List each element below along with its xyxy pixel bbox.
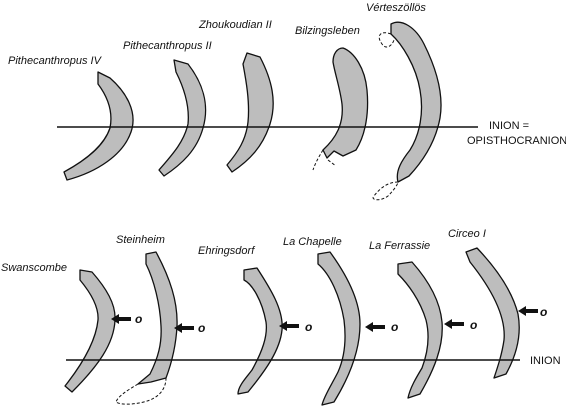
arrow-icon-swanscombe <box>111 314 131 324</box>
reference-label-opisthocranion: OPISTHOCRANION <box>467 135 566 147</box>
arrow-icon-circeo-i <box>518 306 538 316</box>
marker-label-steinheim: o <box>198 321 205 335</box>
occipital-outline-bilzingsleben <box>322 47 369 159</box>
reference-label-inion: INION <box>530 355 561 367</box>
reconstruction-dashed-steinheim <box>115 377 167 405</box>
occipital-outline-la-ferrassie <box>397 261 443 399</box>
occipital-outline-steinheim <box>137 251 178 385</box>
specimen-label-pithecanthropus-iv: Pithecanthropus IV <box>8 55 103 67</box>
specimen-label-steinheim: Steinheim <box>116 234 165 246</box>
specimen-label-pithecanthropus-ii: Pithecanthropus II <box>123 40 212 52</box>
specimen-label-zhoukoudian-ii: Zhoukoudian II <box>198 19 272 31</box>
arrow-icon-ehringsdorf <box>279 321 299 331</box>
occipital-outline-circeo-i <box>465 247 520 379</box>
marker-label-ehringsdorf: o <box>305 320 312 334</box>
specimen-label-la-chapelle: La Chapelle <box>283 236 342 248</box>
occipital-outline-ehringsdorf <box>237 267 283 395</box>
specimen-label-swanscombe: Swanscombe <box>1 262 67 274</box>
specimen-label-bilzingsleben: Bilzingsleben <box>295 25 360 37</box>
specimen-label-verteszollos: Vérteszöllös <box>366 2 426 14</box>
marker-label-circeo-i: o <box>540 305 547 319</box>
reference-label-inion-equals: INION = <box>489 120 529 132</box>
occipital-outline-zhoukoudian-ii <box>226 52 274 173</box>
arrow-icon-la-chapelle <box>365 322 385 332</box>
arrow-icon-steinheim <box>174 323 194 333</box>
specimen-label-la-ferrassie: La Ferrassie <box>369 240 430 252</box>
occipital-outline-la-chapelle <box>317 251 361 406</box>
reconstruction-dashed-verteszollos <box>372 32 399 201</box>
specimen-label-ehringsdorf: Ehringsdorf <box>198 245 255 257</box>
arrow-icon-la-ferrassie <box>444 319 464 329</box>
marker-label-la-ferrassie: o <box>470 318 477 332</box>
marker-label-la-chapelle: o <box>391 320 398 334</box>
occipital-outline-swanscombe <box>64 269 116 393</box>
occipital-outline-pithecanthropus-ii <box>158 59 207 177</box>
reconstruction-dashed-bilzingsleben <box>312 149 337 171</box>
occipital-outline-verteszollos <box>390 21 442 183</box>
specimen-label-circeo-i: Circeo I <box>448 228 486 240</box>
occipital-outline-pithecanthropus-iv <box>63 71 134 181</box>
marker-label-swanscombe: o <box>135 312 142 326</box>
